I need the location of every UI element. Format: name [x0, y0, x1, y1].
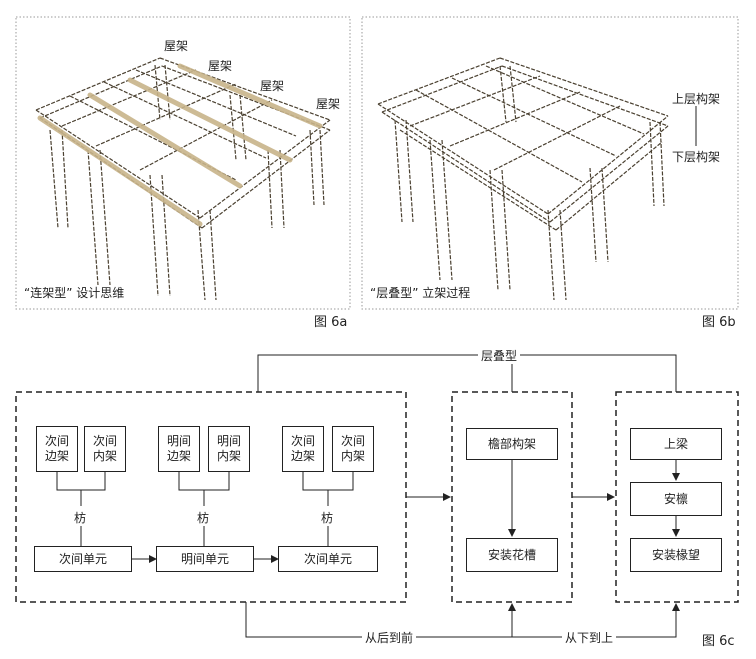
- side-bay-edge-frame-1: 次间 边架: [36, 426, 78, 472]
- panel-6a-border: [15, 16, 351, 310]
- fang-label-2: 枋: [197, 511, 210, 525]
- caption-6a: “连架型” 设计思维: [24, 286, 125, 300]
- raise-beam-box: 上梁: [630, 428, 722, 460]
- box-text-line: 边架: [290, 449, 315, 463]
- lower-frame-label: 下层构架: [672, 150, 721, 164]
- box-text-line: 内架: [92, 449, 117, 463]
- roof-truss-label-4: 屋架: [316, 97, 341, 111]
- structure-drawings: [15, 16, 739, 310]
- back-to-front-label: 从后到前: [362, 629, 417, 646]
- figure-number-6a: 图 6a: [314, 315, 348, 330]
- box-text-line: 次间: [290, 434, 315, 448]
- roof-truss-label-3: 屋架: [260, 79, 285, 93]
- install-purlin-box: 安檩: [630, 482, 722, 516]
- side-bay-unit-2: 次间单元: [278, 546, 378, 572]
- central-bay-inner-frame: 明间 内架: [208, 426, 250, 472]
- roof-truss-highlights-6a: [37, 63, 323, 227]
- stacked-type-label: 层叠型: [478, 347, 521, 364]
- install-flower-trough-box: 安装花槽: [466, 538, 558, 572]
- box-text-line: 次间: [44, 434, 69, 448]
- side-bay-inner-frame-2: 次间 内架: [332, 426, 374, 472]
- figure-number-6b: 图 6b: [702, 315, 736, 330]
- box-text-line: 边架: [166, 449, 191, 463]
- frame-6b-drawing: [377, 57, 669, 301]
- side-bay-inner-frame-1: 次间 内架: [84, 426, 126, 472]
- box-text-line: 明间: [216, 434, 241, 448]
- box-text-line: 边架: [44, 449, 69, 463]
- bottom-to-top-label: 从下到上: [562, 629, 617, 646]
- box-text-line: 明间: [166, 434, 191, 448]
- central-bay-edge-frame: 明间 边架: [158, 426, 200, 472]
- eave-frame-box: 檐部构架: [466, 428, 558, 460]
- container-roof: [615, 391, 739, 603]
- box-text-line: 内架: [340, 449, 365, 463]
- panel-6b-border: [361, 16, 739, 310]
- box-text-line: 次间: [340, 434, 365, 448]
- box-text-line: 内架: [216, 449, 241, 463]
- upper-frame-label: 上层构架: [672, 92, 721, 106]
- install-rafters-box: 安装椽望: [630, 538, 722, 572]
- side-bay-unit-1: 次间单元: [34, 546, 132, 572]
- fang-label-1: 枋: [74, 511, 87, 525]
- roof-truss-label-1: 屋架: [164, 39, 189, 53]
- box-text-line: 次间: [92, 434, 117, 448]
- roof-truss-label-2: 屋架: [208, 59, 233, 73]
- central-bay-unit: 明间单元: [156, 546, 254, 572]
- fang-label-3: 枋: [321, 511, 334, 525]
- figure-number-6c: 图 6c: [702, 634, 735, 649]
- side-bay-edge-frame-2: 次间 边架: [282, 426, 324, 472]
- caption-6b: “层叠型” 立架过程: [370, 286, 471, 300]
